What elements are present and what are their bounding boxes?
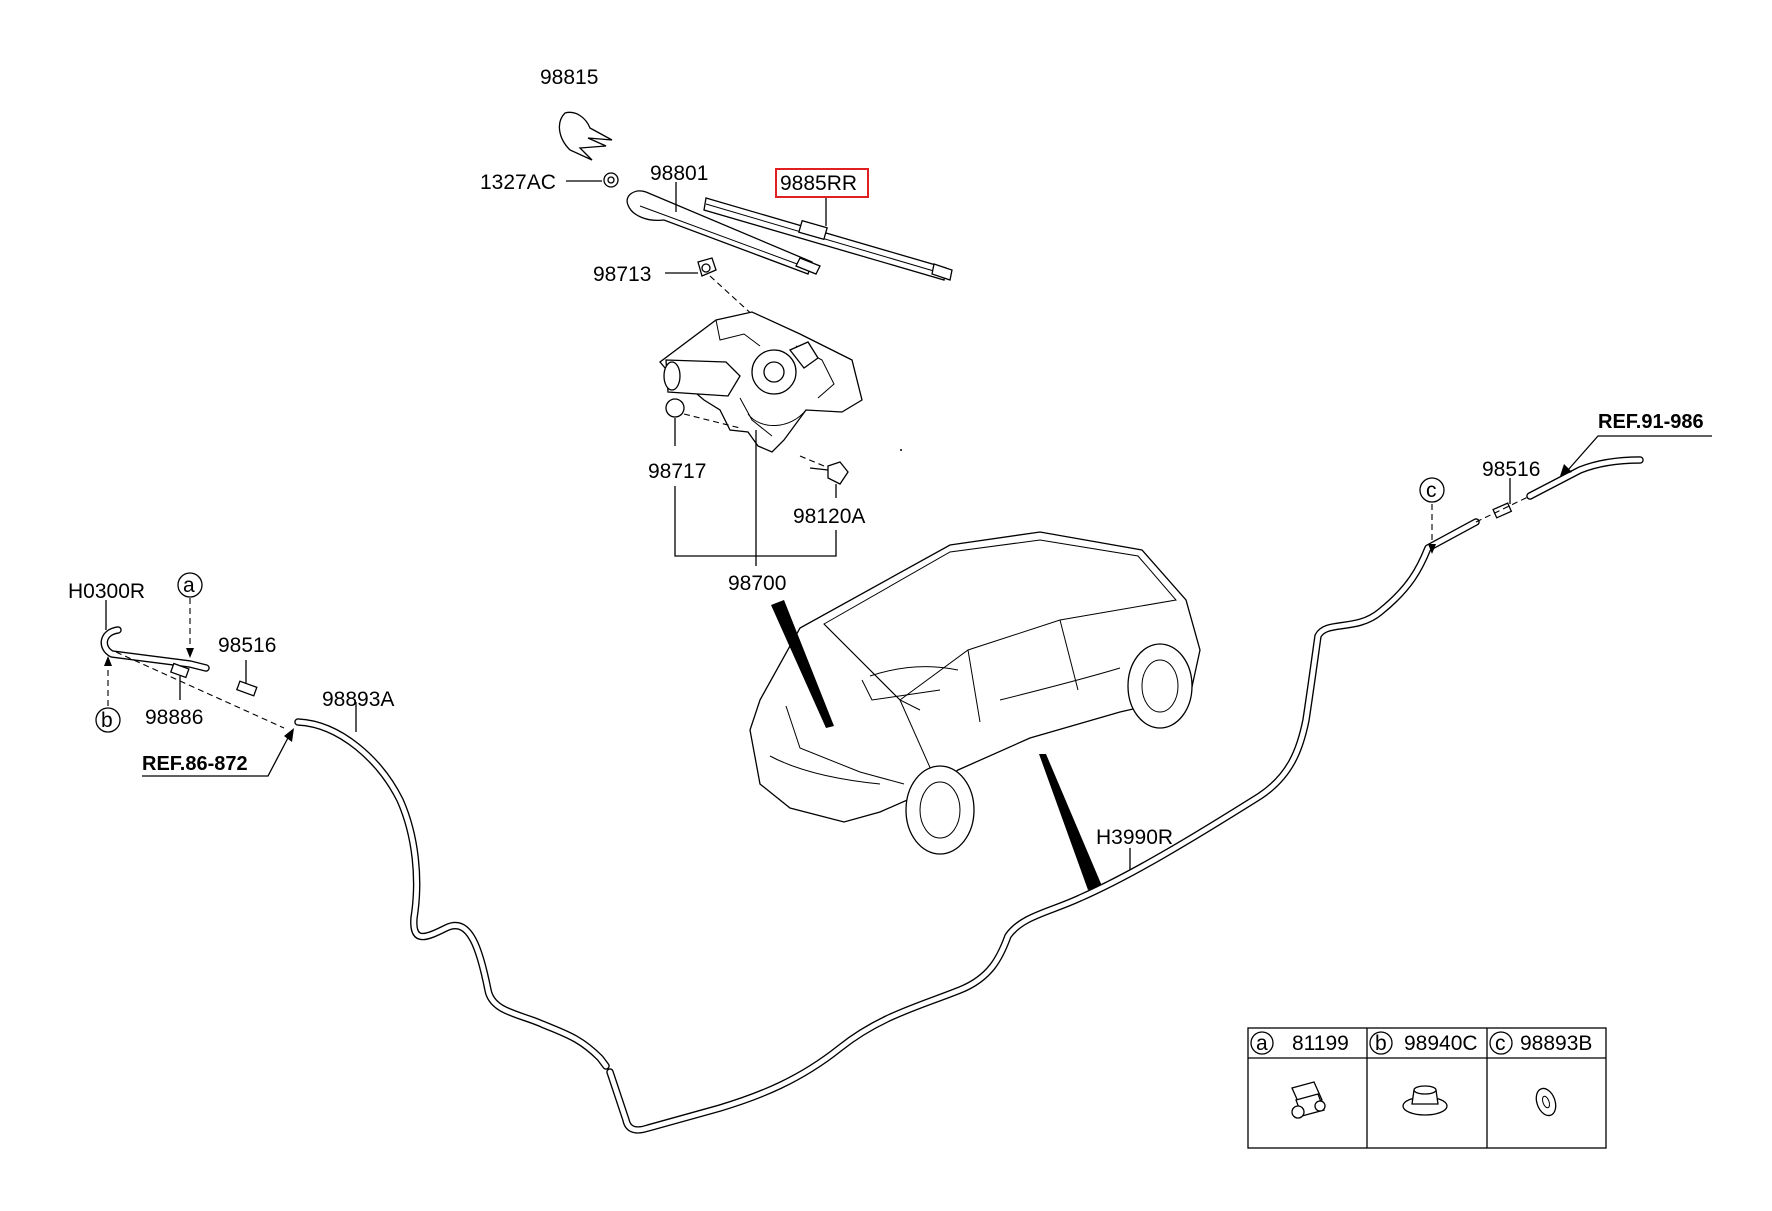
label-98516-right: 98516	[1482, 458, 1540, 481]
label-1327AC: 1327AC	[480, 171, 556, 194]
washer-hose-H3990R	[294, 518, 1480, 1134]
legend-table: a 81199 b 98940C c 98893B	[1247, 1027, 1607, 1149]
clip-81199-icon	[1291, 1081, 1326, 1119]
callout-a: a	[177, 572, 203, 658]
connector-98516-left	[235, 680, 258, 697]
legend-part-98893B: 98893B	[1520, 1032, 1592, 1055]
nut-98713	[697, 257, 717, 277]
callout-c-letter: c	[1426, 479, 1437, 502]
legend-cell-a: a 81199	[1250, 1031, 1349, 1119]
label-H3990R: H3990R	[1096, 826, 1173, 849]
cap-98893B-icon	[1535, 1087, 1557, 1117]
label-98893A: 98893A	[322, 688, 394, 711]
callout-a-letter: a	[183, 574, 195, 597]
legend-cell-c: c 98893B	[1489, 1031, 1592, 1117]
hose-end-right	[1526, 456, 1644, 500]
wiper-blade-9885RR	[703, 197, 953, 281]
label-98713: 98713	[593, 263, 651, 286]
legend-letter-c: c	[1495, 1032, 1506, 1055]
ref-91-986: REF.91-986	[1598, 411, 1704, 433]
legend-cell-b: b 98940C	[1369, 1031, 1478, 1116]
hatchback-car-illustration	[749, 531, 1201, 855]
wiper-arm-98801	[626, 190, 821, 275]
grommet-98717	[665, 398, 685, 418]
legend-part-81199: 81199	[1292, 1032, 1349, 1055]
label-98717: 98717	[648, 460, 706, 483]
connector-98886	[169, 662, 190, 679]
leader-wedge-wiper	[771, 600, 834, 728]
grommet-98940C-icon	[1402, 1085, 1448, 1116]
label-98886: 98886	[145, 706, 203, 729]
label-98120A: 98120A	[793, 505, 865, 528]
label-H0300R: H0300R	[68, 580, 145, 603]
wiper-motor-98700	[659, 311, 863, 453]
legend-letter-b: b	[1375, 1032, 1387, 1055]
callout-c: c	[1419, 477, 1445, 554]
bolt-98120A	[809, 461, 849, 485]
label-98815: 98815	[540, 66, 598, 89]
nut-1327AC	[603, 172, 619, 188]
label-9885RR: 9885RR	[780, 172, 857, 195]
hose-elbow-H0300R	[100, 626, 210, 672]
legend-part-98940C: 98940C	[1404, 1032, 1478, 1055]
wiper-arm-cap-98815	[558, 111, 613, 161]
ref-86-872: REF.86-872	[142, 753, 248, 775]
callout-b: b	[95, 656, 121, 733]
leader-wedge-hose	[1039, 754, 1102, 890]
highlight-box-9885RR	[775, 168, 869, 198]
callout-b-letter: b	[101, 709, 113, 732]
legend-letter-a: a	[1256, 1032, 1268, 1055]
label-98700: 98700	[728, 572, 786, 595]
label-98516-left: 98516	[218, 634, 276, 657]
connector-98516-right	[1492, 502, 1513, 519]
label-98801: 98801	[650, 162, 708, 185]
